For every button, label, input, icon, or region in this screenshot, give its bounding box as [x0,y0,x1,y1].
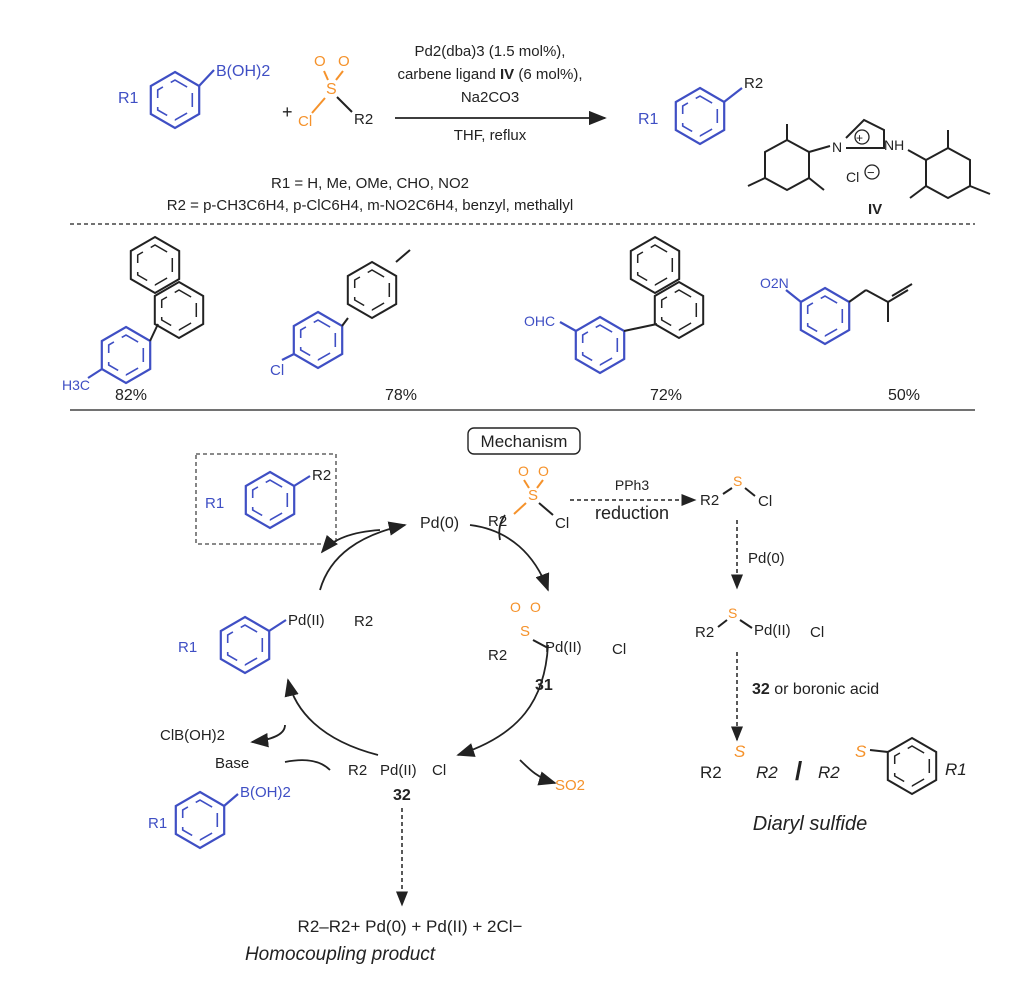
svg-text:−: − [867,165,875,180]
svg-text:R1: R1 [178,639,197,656]
homocoupling-label: Homocoupling product [245,944,436,965]
svg-text:R2: R2 [700,763,722,782]
r2-label: R2 [354,111,373,128]
svg-text:R2: R2 [695,624,714,641]
svg-text:Cl: Cl [810,624,824,641]
svg-text:R1: R1 [945,760,967,779]
boronic-acid-reactant: B(OH)2 R1 [118,63,270,130]
box-r2: R2 [312,467,331,484]
aryl-pd-intermediate: Pd(II) R2 R1 [178,612,373,675]
example-sub: O2N [760,275,789,291]
svg-text:Pd(II): Pd(II) [545,639,582,656]
pd-thiolate: R2 S Pd(II) Cl [695,605,824,641]
svg-text:R2: R2 [756,763,778,782]
base-label: Base [215,755,249,772]
ligand-label: IV [868,201,882,218]
svg-text:S: S [520,623,530,640]
ligand-nh: NH [884,137,904,153]
svg-text:Cl: Cl [758,493,772,510]
conditions: Pd2(dba)3 (1.5 mol%), carbene ligand IV … [395,43,607,144]
example-sub: Cl [270,362,284,379]
example-yield: 72% [650,387,682,404]
svg-text:Cl: Cl [555,515,569,532]
product-box [195,453,337,545]
example-3: OHC 72% [524,236,705,404]
scope-r1: R1 = H, Me, OMe, CHO, NO2 [271,175,469,192]
ligand-n: N [832,139,842,155]
pd0-reduction: Pd(0) [748,550,785,567]
intermediate-31: O O S Pd(II) R2 Cl 31 [488,599,626,694]
mechanism-title: Mechanism [481,432,568,451]
pd0-center: Pd(0) [420,515,459,532]
label-31: 31 [535,677,553,694]
svg-text:Pd(II): Pd(II) [288,612,325,629]
svg-text:+: + [856,131,863,145]
svg-text:R2: R2 [700,492,719,509]
svg-text:S: S [855,742,867,761]
example-yield: 50% [888,387,920,404]
example-2: Cl 78% [270,249,417,404]
cl-label: Cl [298,113,312,130]
o-label: O [314,53,326,70]
svg-text:O: O [530,599,541,615]
condition-line-4: THF, reflux [454,127,527,144]
box-r1: R1 [205,495,224,512]
example-1: H3C 82% [62,236,205,404]
biaryl-product: R2 R1 [638,75,763,146]
plus-sign: + [282,102,293,122]
r1-label: R1 [118,90,139,107]
sulfonyl-chloride-reactant: O O S Cl R2 [298,53,373,130]
product-r1: R1 [638,111,659,128]
example-yield: 82% [115,387,147,404]
reduction-label: reduction [595,503,669,523]
mechanism-title-box [467,427,581,455]
svg-text:R2: R2 [488,513,507,530]
slash: / [795,756,802,786]
ligand-cl: Cl [846,169,859,185]
carbene-ligand-iv: N + NH Cl − IV [747,118,991,218]
svg-text:R2: R2 [354,613,373,630]
condition-line-3: Na2CO3 [461,89,519,106]
o-label: O [338,53,350,70]
svg-text:S: S [528,487,538,504]
svg-text:S: S [734,742,746,761]
clboh2-label: ClB(OH)2 [160,727,225,744]
intermediate-32: R2 Pd(II) Cl 32 [348,762,446,804]
svg-text:R2: R2 [818,763,840,782]
mech-sulfonyl-chloride: O O S R2 Cl [488,463,569,532]
mech-boronic-acid: B(OH)2 R1 [148,784,291,850]
s-label: S [326,81,337,98]
pph3-label: PPh3 [615,477,649,493]
diaryl-sulfide: R2 S R2 / R2 S R1 Diaryl sulfide [700,737,967,835]
svg-text:O: O [510,599,521,615]
diaryl-sulfide-label: Diaryl sulfide [753,813,867,835]
svg-text:O: O [538,463,549,479]
cond-32-boronic: 32 or boronic acid [752,681,879,698]
svg-text:Cl: Cl [612,641,626,658]
svg-text:S: S [728,605,737,621]
svg-text:R1: R1 [148,815,167,832]
example-4: O2N 50% [760,275,920,404]
example-yield: 78% [385,387,417,404]
condition-line-1: Pd2(dba)3 (1.5 mol%), [415,43,566,60]
homocoupling-equation: R2–R2+ Pd(0) + Pd(II) + 2Cl− [298,917,523,936]
example-sub: H3C [62,377,90,393]
scope-r2: R2 = p-CH3C6H4, p-ClC6H4, m-NO2C6H4, ben… [167,197,573,214]
svg-text:B(OH)2: B(OH)2 [240,784,291,801]
label-32: 32 [393,787,411,804]
svg-text:Cl: Cl [432,762,446,779]
svg-text:S: S [733,473,742,489]
svg-text:R2: R2 [488,647,507,664]
svg-text:Pd(II): Pd(II) [380,762,417,779]
svg-text:R2: R2 [348,762,367,779]
svg-text:O: O [518,463,529,479]
condition-line-2: carbene ligand IV (6 mol%), [397,66,582,83]
sulfenyl-chloride: R2 S Cl [700,473,772,510]
svg-text:Pd(II): Pd(II) [754,622,791,639]
boronic-label: B(OH)2 [216,63,270,80]
so2-label: SO2 [555,777,585,794]
example-sub: OHC [524,313,555,329]
product-r2: R2 [744,75,763,92]
